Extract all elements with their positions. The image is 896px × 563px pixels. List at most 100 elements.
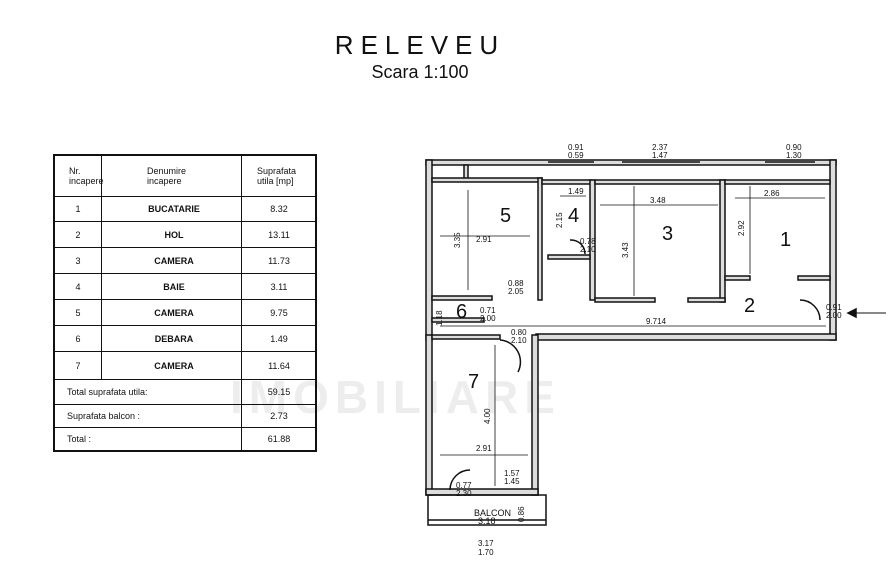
row-nr: 5 <box>75 307 81 318</box>
table-divider <box>101 156 102 380</box>
table-row: 3 CAMERA 11.73 <box>55 248 315 274</box>
table-row: 5 CAMERA 9.75 <box>55 300 315 326</box>
dim-label: 2.91 <box>476 235 492 244</box>
dim-label: 2.86 <box>764 189 780 198</box>
dim-label-vertical: 2.92 <box>737 220 746 236</box>
wall-room1-top <box>724 179 831 185</box>
dim-label: 0.91 <box>826 303 842 312</box>
dim-label: 3.17 <box>478 539 494 548</box>
wall-room4-top <box>541 179 593 185</box>
wall-room5-right <box>537 177 543 301</box>
room-label-6: 6 <box>456 301 467 323</box>
table-divider <box>241 156 242 450</box>
balcony-door-arc <box>449 469 471 491</box>
dim-label-vertical: 3.43 <box>621 242 630 258</box>
dim-window-3-top: 0.90 <box>786 143 802 152</box>
dim-label: 1.45 <box>504 477 520 486</box>
dim-label: 0.78 <box>580 237 596 246</box>
balcony-label: BALCON <box>474 508 511 518</box>
room-label-5: 5 <box>500 205 511 227</box>
dim-label: 9.714 <box>646 317 667 326</box>
dim-label: 0.77 <box>456 481 472 490</box>
table-row: 4 BAIE 3.11 <box>55 274 315 300</box>
dim-label: 1.57 <box>504 469 520 478</box>
wall-room1-bottom-a <box>724 275 751 281</box>
header-area: Suprafata utila [mp] <box>257 166 297 186</box>
dim-label: 2.00 <box>480 314 496 323</box>
wall-room7-bottom <box>425 488 539 496</box>
dim-label: 2.30 <box>456 489 472 498</box>
wall-hall-bottom <box>535 333 837 341</box>
dim-label: 1.49 <box>568 187 584 196</box>
header-nr: Nr. incapere <box>69 166 104 186</box>
wall-room3-top <box>594 179 726 185</box>
total-label: Total : <box>67 434 92 444</box>
area-table: Nr. incapere Denumire incapere Suprafata… <box>53 154 317 452</box>
balcon-row: Suprafata balcon : 2.73 <box>55 405 315 428</box>
dim-label: 2.00 <box>826 311 842 320</box>
dim-label: 2.10 <box>511 336 527 345</box>
dim-label-vertical: 4.00 <box>483 408 492 424</box>
room-label-3: 3 <box>662 223 673 245</box>
dim-window-2-bottom: 1.47 <box>652 151 668 160</box>
row-name: BAIE <box>163 281 185 292</box>
total-row: Total : 61.88 <box>55 428 315 450</box>
row-name: BUCATARIE <box>148 203 200 214</box>
room-label-2: 2 <box>744 295 755 317</box>
total-value: 61.88 <box>267 434 291 444</box>
table-header: Nr. incapere Denumire incapere Suprafata… <box>55 156 315 197</box>
dim-label: 3.48 <box>650 196 666 205</box>
table-row: 6 DEBARA 1.49 <box>55 326 315 352</box>
row-name: CAMERA <box>154 255 194 266</box>
dim-label: 3.18 <box>478 516 496 526</box>
page-title: RELEVEU <box>334 30 506 60</box>
row-area: 11.73 <box>268 255 290 266</box>
dim-label: 0.80 <box>511 328 527 337</box>
wall-room4-right <box>589 179 596 301</box>
dim-label: 2.10 <box>580 245 596 254</box>
row-nr: 1 <box>75 203 81 214</box>
wall-room6-bottom <box>431 317 485 323</box>
row-name: CAMERA <box>154 307 194 318</box>
dim-window-2-top: 2.37 <box>652 143 668 152</box>
dim-window-1-top: 0.91 <box>568 143 584 152</box>
wall-room7-top <box>431 334 501 340</box>
table-row: 2 HOL 13.11 <box>55 222 315 248</box>
row-area: 11.64 <box>268 360 290 371</box>
entrance-door-arc <box>799 299 821 321</box>
wall-left-upper <box>425 159 433 341</box>
wall-room3-bottom-a <box>594 297 656 303</box>
wall-room4-bottom <box>547 254 591 260</box>
dim-label-vertical: 3.35 <box>453 232 462 248</box>
wall-room5-bottom <box>431 295 493 301</box>
header-name: Denumire incapere <box>147 166 187 186</box>
wall-left-lower <box>425 334 433 496</box>
room4-door-arc <box>569 239 586 255</box>
row-name: CAMERA <box>154 360 194 371</box>
dim-label: 1.70 <box>478 548 494 557</box>
room-label-1: 1 <box>780 229 791 251</box>
total-util-row: Total suprafata utila: 59.15 <box>55 380 315 405</box>
balcon-value: 2.73 <box>270 411 288 421</box>
wall-room7-right <box>531 334 539 496</box>
room-label-7: 7 <box>468 371 479 393</box>
row-name: DEBARA <box>154 333 194 344</box>
wall-room5-top <box>431 177 543 183</box>
dim-label-vertical: 1.18 <box>435 310 444 326</box>
table-row: 1 BUCATARIE 8.32 <box>55 196 315 222</box>
row-nr: 6 <box>75 333 81 344</box>
row-area: 8.32 <box>270 203 288 214</box>
row-area: 9.75 <box>270 307 288 318</box>
dim-label-vertical: 2.15 <box>555 212 564 228</box>
room7-door-arc <box>499 339 522 373</box>
table-row: 7 CAMERA 11.64 <box>55 352 315 380</box>
row-area: 3.11 <box>270 281 288 292</box>
row-area: 13.11 <box>268 229 290 240</box>
dim-label: 2.91 <box>476 444 492 453</box>
row-area: 1.49 <box>270 333 288 344</box>
dim-window-1-bottom: 0.59 <box>568 151 584 160</box>
balcon-label: Suprafata balcon : <box>67 411 141 421</box>
row-nr: 2 <box>75 229 81 240</box>
entrance-arrow-head <box>846 307 857 319</box>
